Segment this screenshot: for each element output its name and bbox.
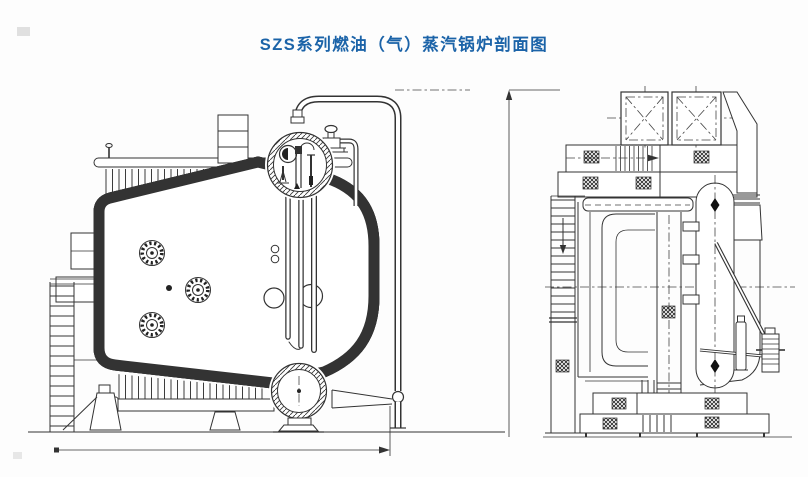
chimney — [217, 114, 249, 164]
insulated-wall-band — [99, 162, 374, 383]
support-base — [543, 380, 792, 438]
lower-drum — [269, 361, 329, 421]
steam-outlet-pipe — [290, 89, 470, 429]
height-dimension-line — [505, 89, 560, 437]
page-title: SZS系列燃油（气）蒸汽锅炉剖面图 — [259, 36, 549, 54]
boiler-casing-end — [577, 197, 761, 386]
drum-end-capsule — [682, 175, 735, 425]
inspection-ports — [133, 234, 217, 344]
down-duct — [722, 91, 763, 241]
base-supports — [62, 374, 393, 431]
drum-internals — [277, 142, 315, 189]
downcomer-pipes — [285, 187, 317, 353]
access-ladder — [49, 278, 97, 432]
brace-and-fittings — [699, 242, 785, 373]
lower-drum-pedestal — [273, 417, 324, 433]
dimension-line — [54, 406, 391, 456]
scan-artifacts — [13, 27, 30, 459]
side-ladder — [545, 195, 585, 434]
side-section-view — [28, 89, 505, 456]
steam-drum — [265, 130, 335, 200]
end-view — [505, 86, 795, 438]
air-duct-boxes — [607, 86, 737, 150]
burner-mount — [55, 232, 100, 303]
